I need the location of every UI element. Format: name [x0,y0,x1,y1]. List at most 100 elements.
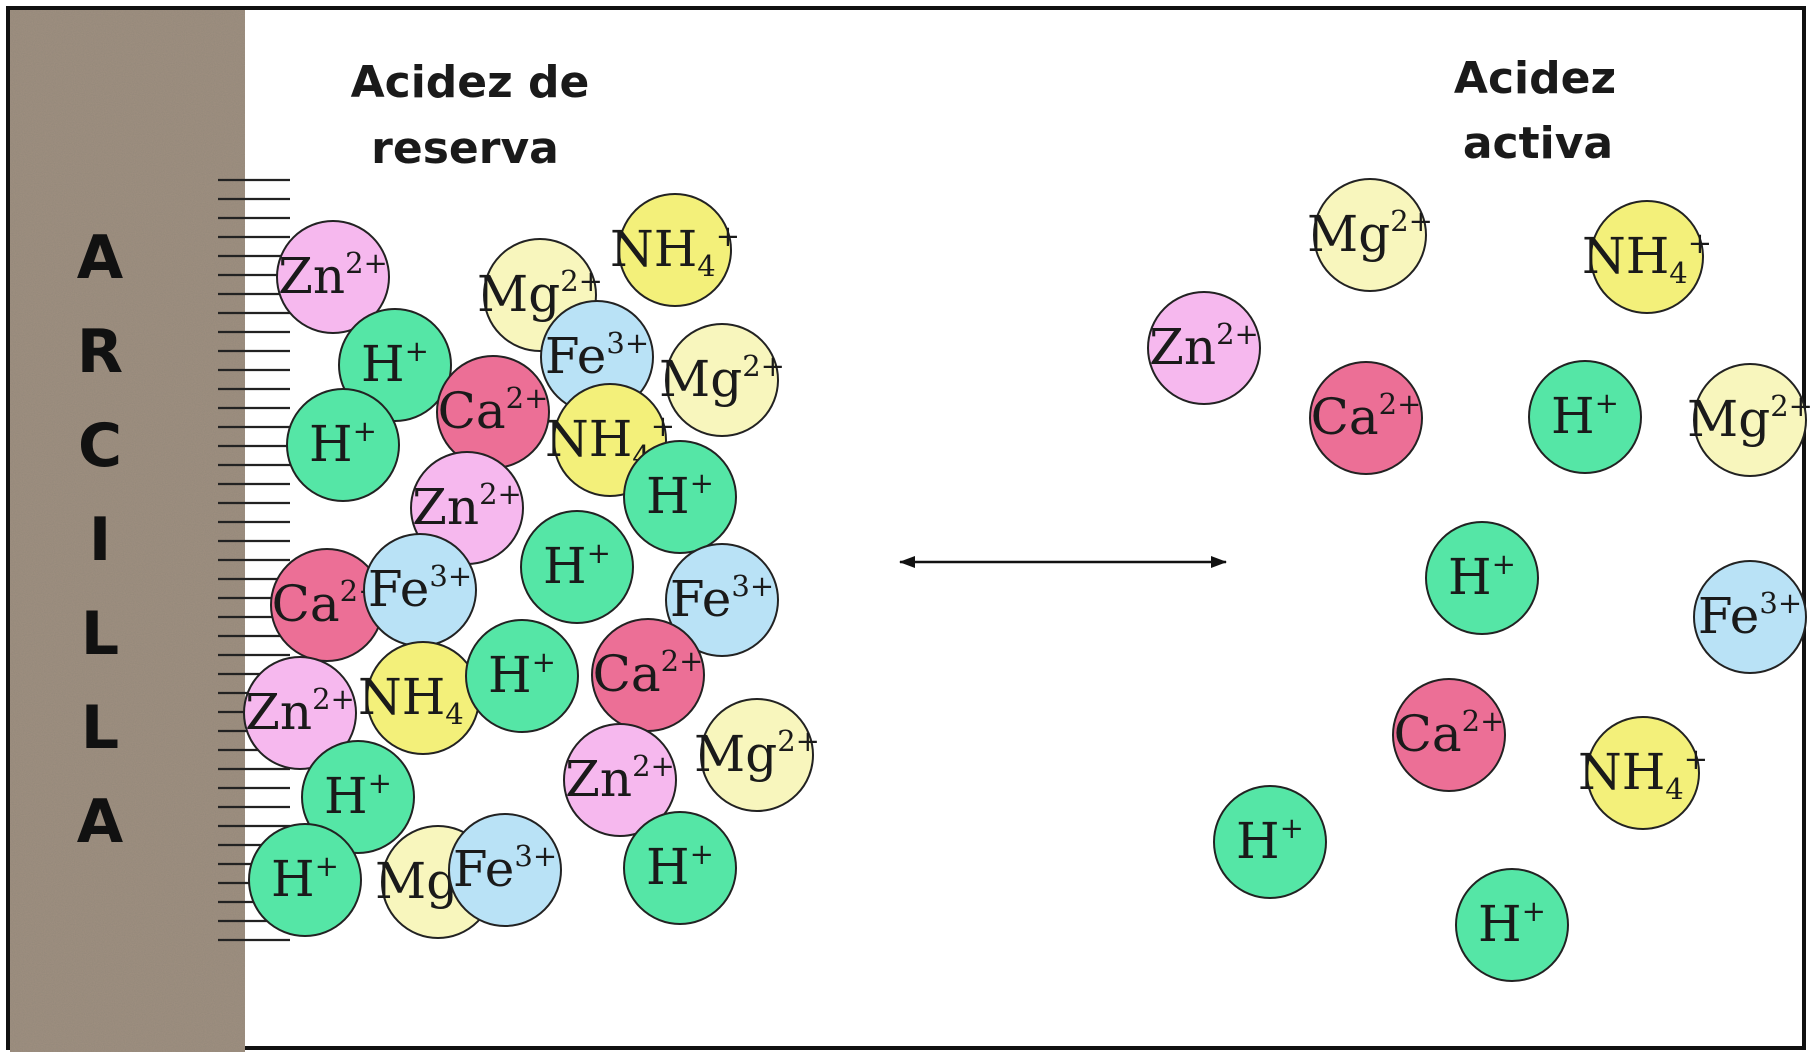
reserve-ca-ion: Ca2+ [436,355,550,469]
clay-letter: C [78,411,122,481]
ion-charge: + [405,334,429,368]
active-h-ion: H+ [1425,521,1539,635]
active-ca-ion: Ca2+ [1392,678,1506,792]
clay-letter: I [89,505,111,575]
reserve-fe-ion: Fe3+ [665,543,779,657]
ion-label: H+ [1236,811,1304,870]
ion-charge: 3+ [731,569,774,603]
ion-charge: 2+ [1390,204,1433,238]
ion-charge: + [1280,811,1304,845]
active-nh4-ion: NH4+ [1582,200,1712,314]
ion-charge: 2+ [506,381,549,415]
ion-symbol: Fe [453,840,515,898]
ion-symbol: Zn [412,478,479,536]
ion-label: H+ [488,645,556,704]
reserve-fe-ion: Fe3+ [448,813,562,927]
clay-letter: L [81,599,119,669]
ion-label: H+ [271,849,339,908]
ion-label: NH4+ [1582,226,1712,290]
ion-symbol: H [1236,812,1280,870]
ion-label: Fe3+ [453,839,557,898]
ion-label: Mg2+ [694,724,820,783]
ion-charge: 3+ [1759,586,1802,620]
ion-symbol: H [543,537,587,595]
ion-label: Zn2+ [412,477,522,536]
ion-charge: 2+ [1216,317,1259,351]
ion-label: H+ [543,536,611,595]
ion-label: H+ [361,334,429,393]
ion-symbol: Ca [272,575,340,633]
ion-label: H+ [324,766,392,825]
ion-subscript: 4 [1665,772,1683,806]
reserve-zn-ion: Zn2+ [276,220,390,334]
ion-subscript: 4 [1669,256,1687,290]
ion-charge: + [1688,226,1712,260]
reserve-nh4-ion: NH4+ [358,641,488,755]
ion-symbol: Mg [375,852,458,910]
ion-charge: + [315,849,339,883]
active-ca-ion: Ca2+ [1309,361,1423,475]
ion-symbol: NH [610,220,697,278]
ion-charge: + [1684,742,1708,776]
ion-circle [1590,200,1704,314]
ion-subscript: 4 [445,697,463,731]
ion-charge: + [690,837,714,871]
ion-symbol: Ca [1394,705,1462,763]
active-zn-ion: Zn2+ [1147,291,1261,405]
ion-circle [1147,291,1261,405]
ion-symbol: NH [1578,743,1665,801]
ion-circle [563,723,677,837]
reserve-acidity-ions: Mg2+NH4+Zn2+Fe3+Mg2+NH4+H+Ca2+H+H+Zn2+Fe… [243,193,820,939]
ion-charge: 2+ [777,724,820,758]
ion-symbol: Mg [477,265,560,323]
ion-circle [1313,178,1427,292]
active-nh4-ion: NH4+ [1578,716,1708,830]
ion-circle [1392,678,1506,792]
ion-subscript: 4 [697,249,715,283]
ion-symbol: Zn [565,750,632,808]
ion-circle [1425,521,1539,635]
ion-label: H+ [646,466,714,525]
ion-label: Ca2+ [438,381,549,440]
ion-charge: 2+ [1379,387,1422,421]
reserve-h-ion: H+ [248,823,362,937]
active-acidity-ions: Mg2+NH4+Zn2+Ca2+H+Mg2+H+Fe3+Ca2+NH4+H+H+ [1147,178,1812,982]
active-h-ion: H+ [1455,868,1569,982]
ion-symbol: Ca [1311,388,1379,446]
ion-symbol: Mg [1307,205,1390,263]
reserve-zn-ion: Zn2+ [563,723,677,837]
reserve-zn-ion: Zn2+ [410,451,524,565]
reserve-nh4-ion: NH4+ [545,383,675,497]
ion-label: NH4+ [610,219,740,283]
active-h-ion: H+ [1213,785,1327,899]
ion-circle [623,811,737,925]
clay-letter: A [77,787,124,857]
ion-circle [276,220,390,334]
ion-charge: 2+ [312,682,355,716]
ion-charge: + [353,414,377,448]
active-fe-ion: Fe3+ [1693,560,1807,674]
ion-label: Fe3+ [1698,586,1802,645]
ion-label: H+ [1551,386,1619,445]
ion-label: NH4+ [358,667,488,731]
active-title-line1: Acidez [1454,53,1616,104]
ion-symbol: H [271,850,315,908]
ion-symbol: Ca [593,645,661,703]
active-mg-ion: Mg2+ [1307,178,1433,292]
ion-label: H+ [646,837,714,896]
clay-letter: L [81,693,119,763]
ion-symbol: NH [545,410,632,468]
ion-label: H+ [1448,547,1516,606]
ion-label: Mg2+ [659,349,785,408]
ion-charge: + [690,466,714,500]
clay-letter: A [77,223,124,293]
ion-circle [243,656,357,770]
reserve-mg-ion: Mg2+ [694,698,820,812]
ion-charge: + [716,219,740,253]
reserve-mg-ion: Mg2+ [477,238,603,352]
ion-symbol: H [361,335,405,393]
reserve-h-ion: H+ [301,740,415,854]
ion-label: NH4+ [545,409,675,473]
reserve-h-ion: H+ [520,510,634,624]
